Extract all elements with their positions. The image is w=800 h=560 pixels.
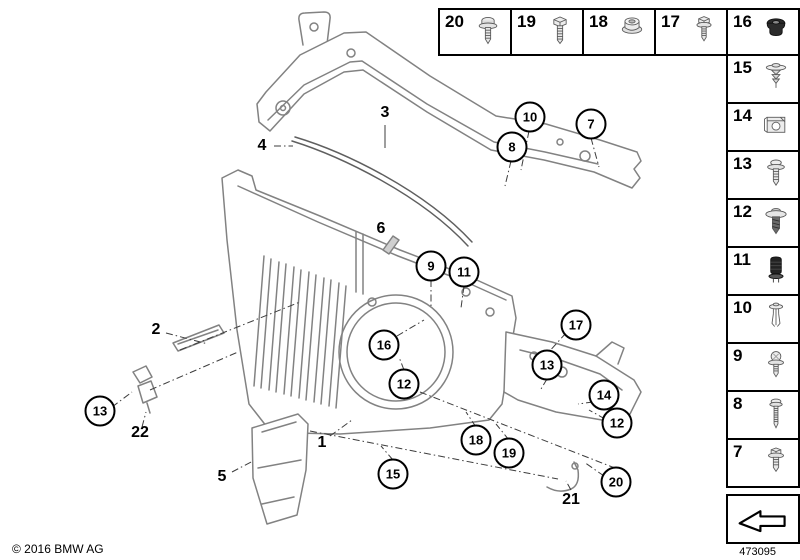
leader-lines [111, 125, 621, 491]
callout-3[interactable]: 3 [380, 104, 390, 121]
legend-item-20[interactable]: 20 [438, 8, 512, 56]
clip-part [382, 235, 400, 255]
legend-item-15[interactable]: 15 [726, 54, 800, 104]
callout-7[interactable]: 7 [575, 108, 607, 140]
legend-item-19[interactable]: 19 [510, 8, 584, 56]
legend-number: 8 [733, 394, 743, 413]
callout-14[interactable]: 14 [588, 379, 620, 411]
callout-5[interactable]: 5 [217, 468, 227, 485]
legend-item-16[interactable]: 16 [726, 8, 800, 56]
callout-10[interactable]: 10 [514, 101, 546, 133]
legend-number: 16 [733, 12, 752, 31]
callout-17[interactable]: 17 [560, 309, 592, 341]
callout-18[interactable]: 18 [460, 424, 492, 456]
legend-item-13[interactable]: 13 [726, 150, 800, 200]
legend-number: 11 [733, 250, 751, 269]
legend-number: 19 [517, 12, 536, 31]
callout-13[interactable]: 13 [531, 349, 563, 381]
callout-21[interactable]: 21 [562, 491, 580, 508]
flange-nut-icon [617, 13, 647, 51]
legend-number: 13 [733, 154, 752, 173]
flange-head-screw-icon [761, 444, 791, 482]
diagram-number: 473095 [739, 546, 776, 558]
pan-head-screw-icon [761, 348, 791, 386]
washer-bolt-icon [761, 204, 791, 242]
legend-number: 12 [733, 202, 752, 221]
callout-2[interactable]: 2 [151, 321, 161, 338]
callout-19[interactable]: 19 [493, 437, 525, 469]
legend-item-8[interactable]: 8 [726, 390, 800, 440]
rubber-grommet-icon [761, 13, 791, 51]
long-screw-icon [761, 396, 791, 434]
strut-brace-part [256, 31, 642, 189]
legend-number: 18 [589, 12, 608, 31]
legend-number: 15 [733, 58, 752, 77]
legend-item-10[interactable]: 10 [726, 294, 800, 344]
expansion-rivet-icon [761, 60, 791, 98]
legend-item-14[interactable]: 14 [726, 102, 800, 152]
callout-6[interactable]: 6 [376, 220, 386, 237]
fastener-legend-top-row: 20 19 18 17 16 [438, 8, 800, 56]
air-duct-part [251, 413, 309, 525]
push-rivet-icon [761, 300, 791, 338]
fastener-legend-right-column: 15 14 13 12 11 10 9 8 [726, 54, 800, 488]
clip-nut-icon [761, 108, 791, 146]
copyright-text: © 2016 BMW AG [12, 542, 104, 556]
legend-item-17[interactable]: 17 [654, 8, 728, 56]
screw-with-washer-icon [473, 13, 503, 51]
legend-number: 9 [733, 346, 743, 365]
hex-head-screw-icon [689, 13, 719, 51]
callout-11[interactable]: 11 [448, 256, 480, 288]
front-direction-arrow-icon [734, 500, 792, 538]
trim-strip-part [172, 324, 225, 352]
callout-16[interactable]: 16 [368, 329, 400, 361]
legend-number: 14 [733, 106, 752, 125]
legend-number: 17 [661, 12, 680, 31]
callout-20[interactable]: 20 [600, 466, 632, 498]
legend-item-18[interactable]: 18 [582, 8, 656, 56]
small-bracket-part [132, 365, 158, 414]
legend-number: 10 [733, 298, 752, 317]
legend-number: 20 [445, 12, 464, 31]
rubber-buffer-icon [761, 252, 791, 290]
top-bracket-part [298, 11, 331, 46]
legend-item-11[interactable]: 11 [726, 246, 800, 296]
callout-12[interactable]: 12 [388, 368, 420, 400]
callout-1[interactable]: 1 [317, 434, 327, 451]
callout-12[interactable]: 12 [601, 407, 633, 439]
legend-item-7[interactable]: 7 [726, 438, 800, 488]
callout-9[interactable]: 9 [415, 250, 447, 282]
callout-8[interactable]: 8 [496, 131, 528, 163]
combi-screw-icon [761, 156, 791, 194]
callout-15[interactable]: 15 [377, 458, 409, 490]
callout-22[interactable]: 22 [131, 424, 149, 441]
legend-item-12[interactable]: 12 [726, 198, 800, 248]
callout-13[interactable]: 13 [84, 395, 116, 427]
seal-strip-part [291, 136, 473, 247]
hex-bolt-icon [545, 13, 575, 51]
legend-number: 7 [733, 442, 743, 461]
legend-item-9[interactable]: 9 [726, 342, 800, 392]
callout-4[interactable]: 4 [257, 137, 267, 154]
direction-indicator-box[interactable] [726, 494, 800, 544]
